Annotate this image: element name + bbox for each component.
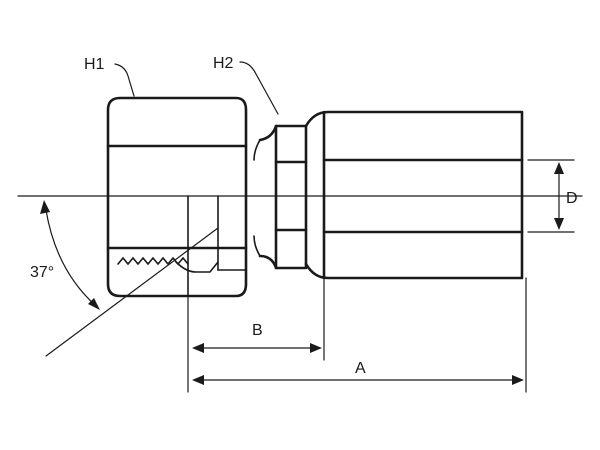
angle-label: 37° <box>30 264 54 281</box>
dimension-a <box>192 375 524 385</box>
d-label: D <box>566 190 578 207</box>
intermediate-hex <box>253 124 308 270</box>
a-label: A <box>355 360 366 377</box>
dimension-d <box>527 159 575 233</box>
hose-body <box>304 110 524 280</box>
h1-label: H1 <box>84 56 105 73</box>
b-label: B <box>252 322 263 339</box>
dimension-b <box>192 343 322 353</box>
h2-leader <box>239 61 279 115</box>
h2-label: H2 <box>213 55 234 72</box>
h1-leader <box>114 63 135 97</box>
angle-37 <box>40 200 219 357</box>
swivel-nut <box>106 96 248 298</box>
